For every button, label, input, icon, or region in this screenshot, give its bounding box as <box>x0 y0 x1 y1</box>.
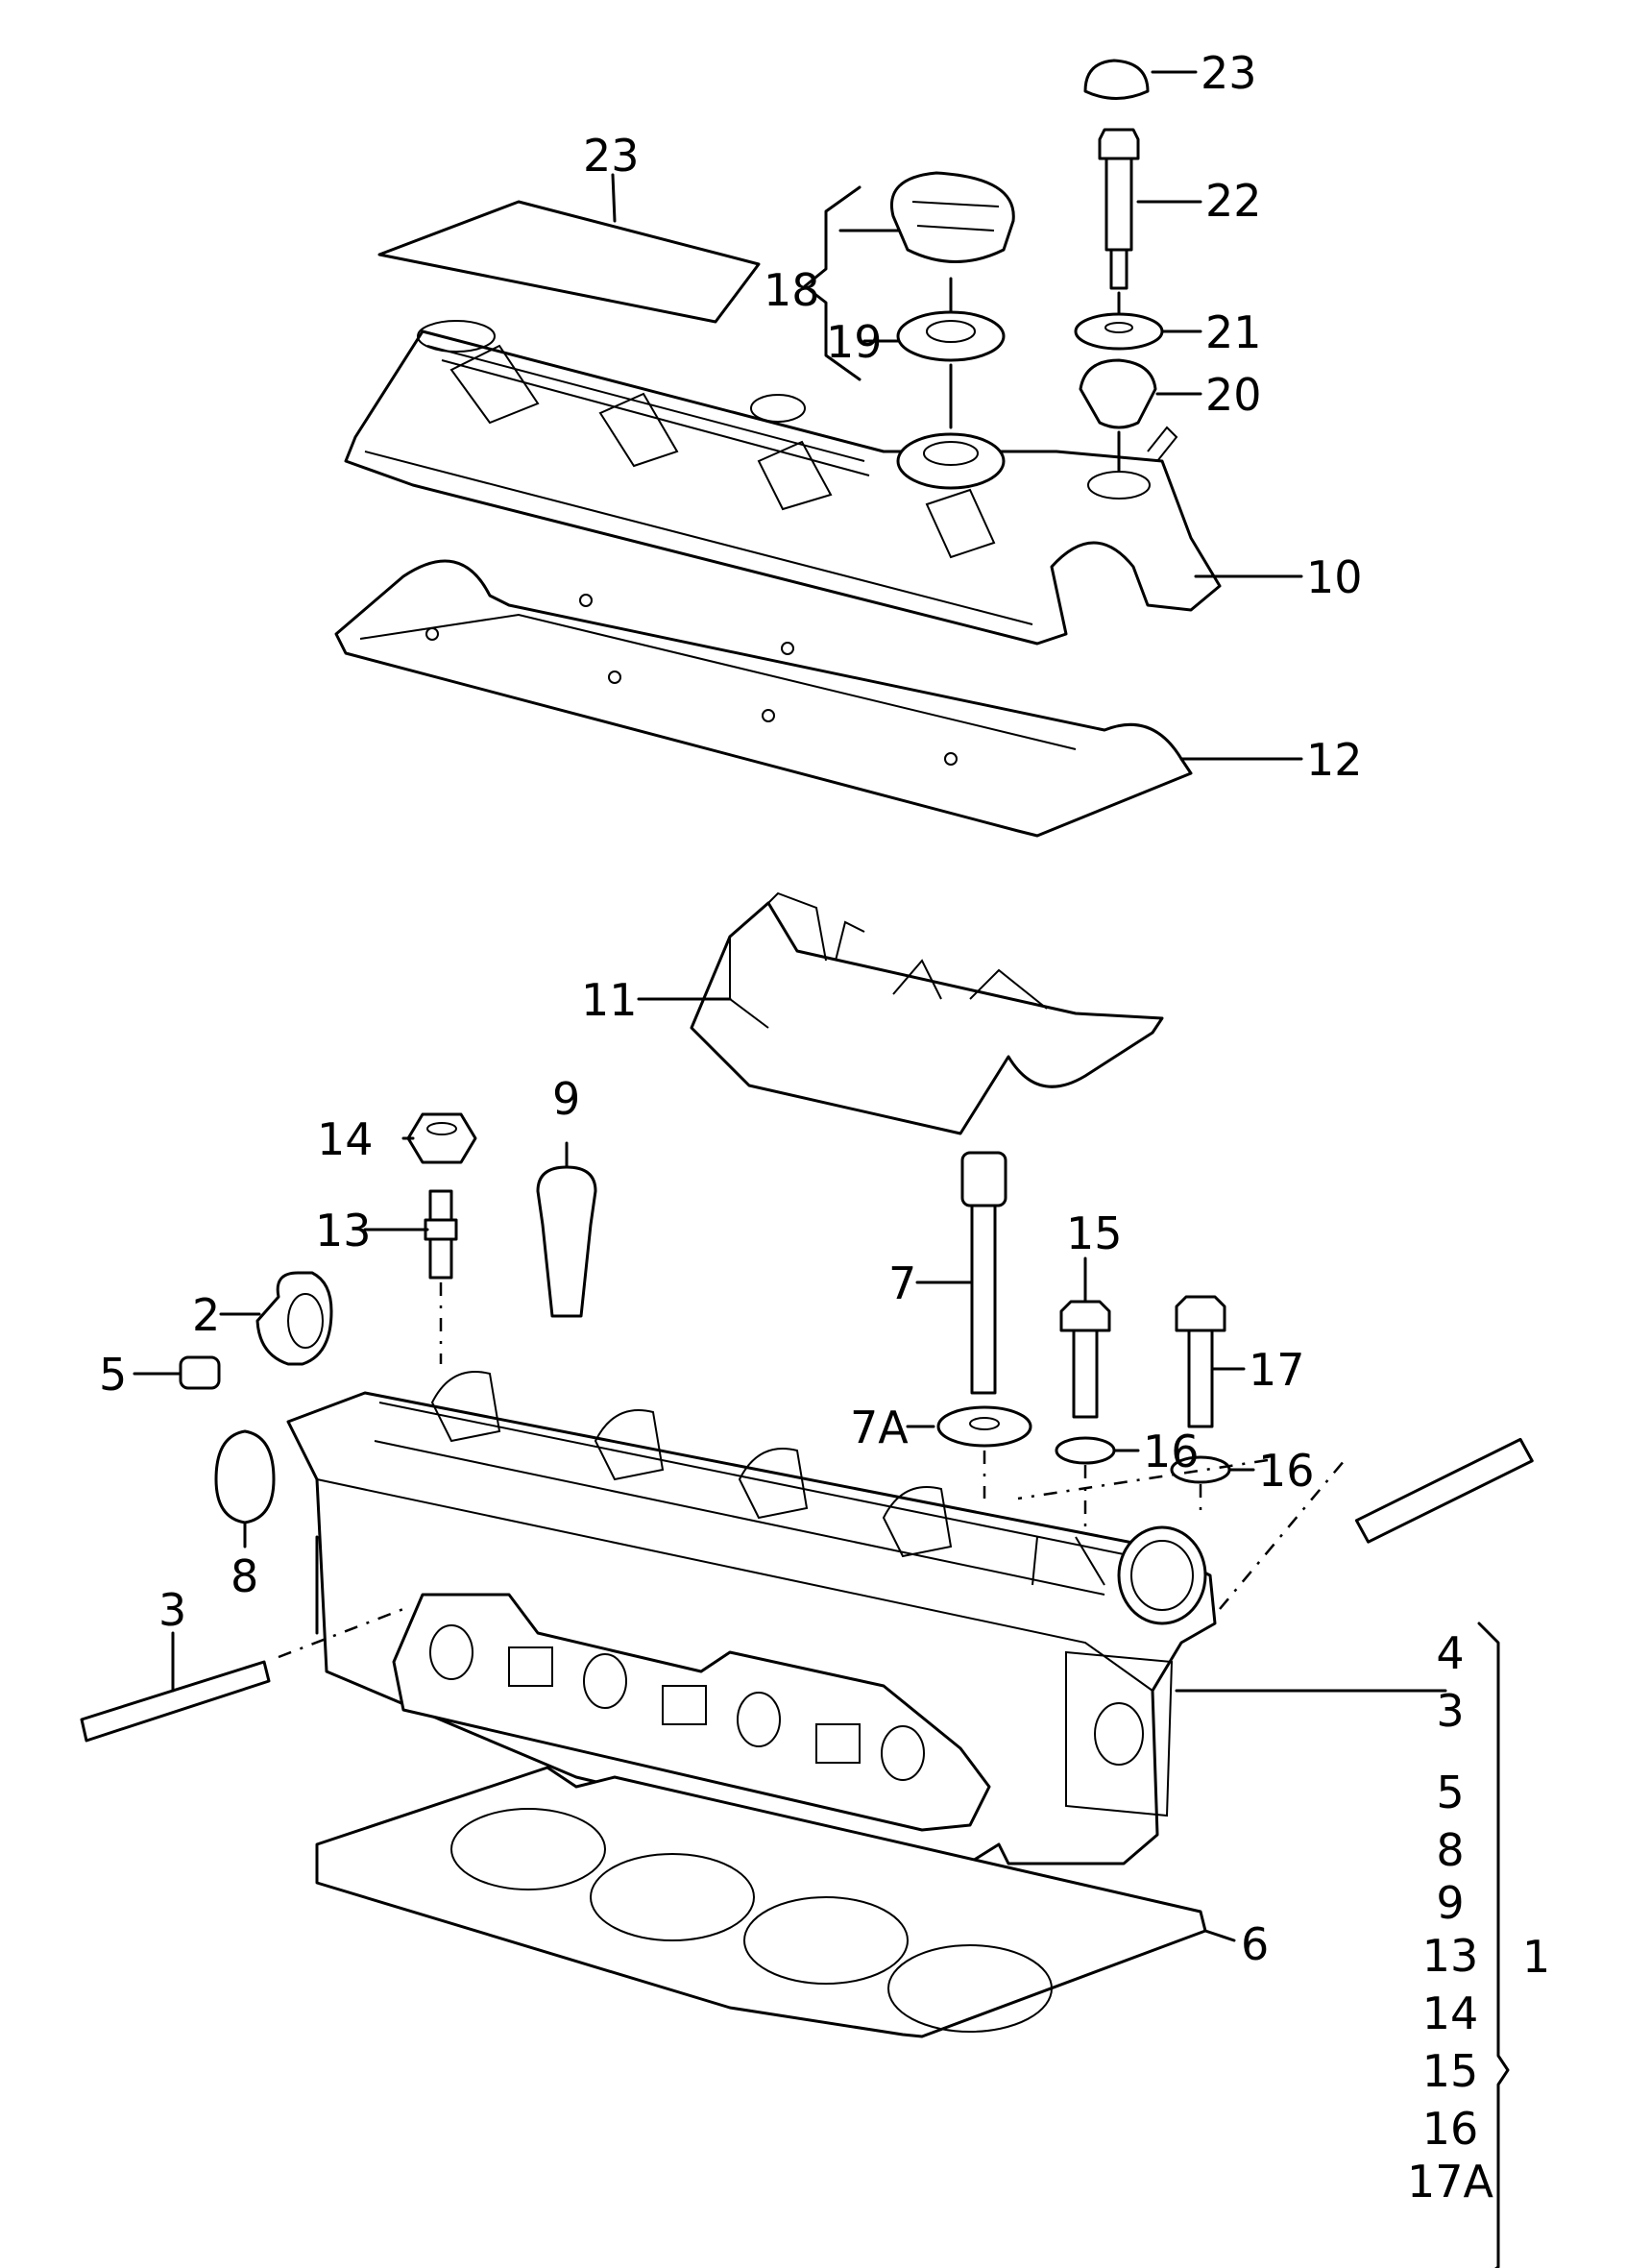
callout-5: 5 <box>99 1349 127 1401</box>
callout-6: 6 <box>1241 1918 1269 1970</box>
filler-neck-ring-part <box>896 432 1006 490</box>
bolt-15-part <box>1059 1300 1111 1419</box>
callout-16-lower: 16 <box>1258 1445 1315 1497</box>
bolt-washer-part <box>936 1405 1032 1448</box>
callout-21: 21 <box>1205 306 1262 358</box>
group-item-14: 14 <box>1422 1988 1479 2039</box>
callout-7a: 7A <box>850 1402 909 1453</box>
head-bolt-part <box>960 1151 1007 1395</box>
callout-22: 22 <box>1205 175 1262 227</box>
callout-8: 8 <box>231 1550 258 1602</box>
callout-2: 2 <box>192 1289 220 1341</box>
callout-11: 11 <box>581 974 638 1026</box>
group-item-17a: 17A <box>1407 2156 1494 2207</box>
bolt-17-part <box>1175 1295 1226 1428</box>
group-item-3: 3 <box>1436 1685 1464 1737</box>
group-item-8: 8 <box>1436 1824 1464 1876</box>
rubber-cap-part <box>1083 59 1150 100</box>
leader-lines <box>133 70 1447 1942</box>
group-item-13: 13 <box>1422 1930 1479 1982</box>
valve-cover-part <box>344 320 1222 646</box>
oil-seal-part <box>255 1271 333 1366</box>
callout-7: 7 <box>888 1257 916 1309</box>
cylinder-head-part <box>286 1371 1217 1870</box>
callout-16-upper: 16 <box>1143 1426 1200 1477</box>
callout-23-cap: 23 <box>1201 47 1257 99</box>
group-item-9: 9 <box>1436 1877 1464 1929</box>
nut-part <box>406 1112 477 1164</box>
group-bracket <box>1477 1622 1510 2268</box>
stud-part <box>424 1189 458 1280</box>
callout-18: 18 <box>764 264 820 316</box>
valve-cover-gasket-part <box>334 559 1193 838</box>
callout-3: 3 <box>158 1584 186 1636</box>
stud-3-right-part <box>1354 1437 1534 1544</box>
callout-19: 19 <box>826 316 883 368</box>
plug-5-part <box>179 1355 221 1390</box>
group-item-5: 5 <box>1436 1767 1464 1818</box>
group-label-1: 1 <box>1522 1931 1550 1983</box>
callout-23-sticker: 23 <box>583 130 640 182</box>
callout-14: 14 <box>317 1113 374 1165</box>
grommet-part <box>1079 358 1157 429</box>
cap-seal-ring-part <box>896 310 1006 362</box>
label-sticker-part <box>377 200 761 324</box>
group-item-4: 4 <box>1436 1627 1464 1679</box>
callout-20: 20 <box>1205 369 1262 421</box>
stud-3-left-part <box>80 1660 271 1743</box>
group-item-16: 16 <box>1422 2103 1479 2155</box>
callout-9: 9 <box>552 1073 580 1125</box>
valve-lifter-part <box>536 1165 597 1318</box>
callout-13: 13 <box>315 1205 372 1256</box>
callout-10: 10 <box>1306 551 1363 603</box>
callout-15: 15 <box>1066 1207 1123 1259</box>
group-item-15: 15 <box>1422 2045 1479 2097</box>
oil-baffle-part <box>690 891 1164 1135</box>
plug-8-part <box>214 1429 276 1524</box>
callout-12: 12 <box>1306 734 1363 786</box>
group-parts-list: 4 3 5 8 9 13 14 15 16 17A 1 <box>1407 1627 1550 2207</box>
oil-filler-cap-part <box>890 171 1015 263</box>
washer-16a-part <box>1055 1436 1116 1465</box>
cover-bolt-part <box>1098 128 1140 290</box>
callout-17: 17 <box>1249 1344 1305 1396</box>
